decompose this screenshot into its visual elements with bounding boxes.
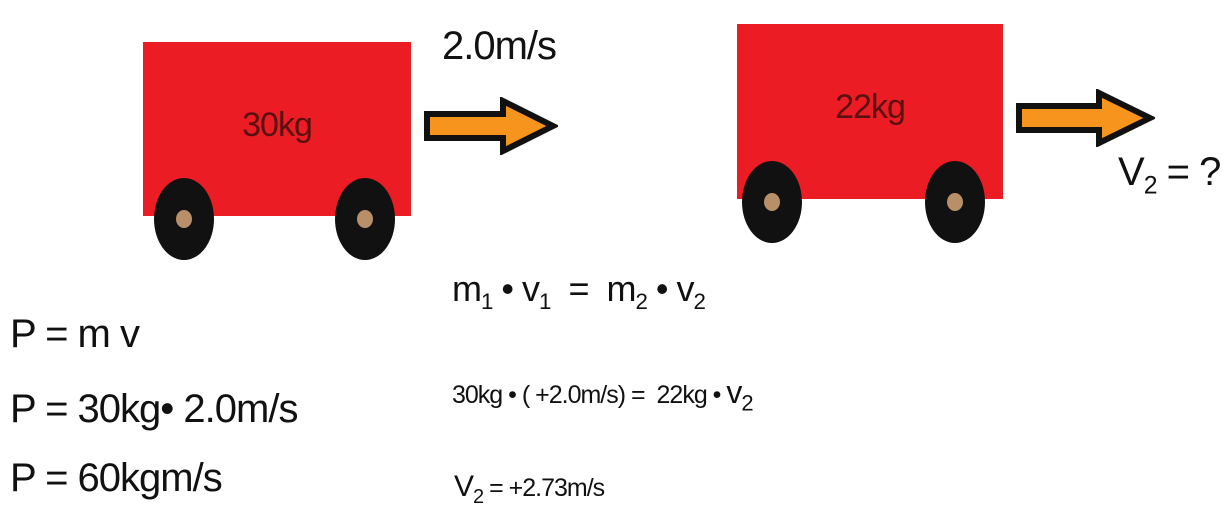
- eq-v2: v: [676, 268, 695, 309]
- momentum-result: P = 60kgm/s: [10, 456, 223, 500]
- result-v: V: [454, 470, 474, 503]
- eq-v1: v: [522, 268, 540, 309]
- subscript: 2: [741, 390, 753, 416]
- subscript: 2: [473, 486, 484, 508]
- momentum-substitution: P = 30kg• 2.0m/s: [10, 387, 298, 431]
- cart-mass-label: 22kg: [835, 88, 906, 126]
- subscript: 2: [635, 288, 647, 314]
- result-text: = +2.73m/s: [483, 474, 605, 502]
- eq-dot: •: [646, 268, 677, 309]
- eq-m1: m: [452, 268, 482, 309]
- subscript: 1: [539, 288, 551, 314]
- substitution-v: v: [726, 374, 742, 410]
- conservation-equation: m1 • v1 = m2 • v2: [452, 268, 706, 312]
- substitution-text: 30kg • ( +2.0m/s) = 22kg •: [452, 381, 727, 409]
- cart-30kg: 30kg: [143, 42, 411, 262]
- v-symbol: V: [1118, 150, 1145, 194]
- momentum-formula: P = m v: [10, 312, 140, 356]
- eq-m2: m: [606, 268, 636, 309]
- subscript: 1: [481, 288, 493, 314]
- result-equation: V2 = +2.73m/s: [454, 470, 605, 507]
- wheel-icon: [335, 178, 395, 260]
- cart-mass-label: 30kg: [242, 106, 313, 144]
- wheel-icon: [154, 178, 214, 260]
- eq-equals: =: [550, 268, 607, 309]
- subscript: 2: [693, 288, 706, 314]
- substitution-equation: 30kg • ( +2.0m/s) = 22kg • v2: [452, 374, 754, 414]
- unknown-velocity-label: V2 = ?: [1118, 150, 1222, 199]
- equals-question: = ?: [1156, 150, 1222, 194]
- wheel-icon: [925, 161, 985, 243]
- wheel-icon: [742, 161, 802, 243]
- right-arrow-icon: [1016, 89, 1155, 147]
- velocity-label: 2.0m/s: [442, 24, 557, 68]
- cart-22kg: 22kg: [737, 24, 1003, 246]
- right-arrow-icon: [424, 97, 558, 155]
- subscript: 2: [1143, 172, 1158, 200]
- eq-dot: •: [492, 268, 523, 309]
